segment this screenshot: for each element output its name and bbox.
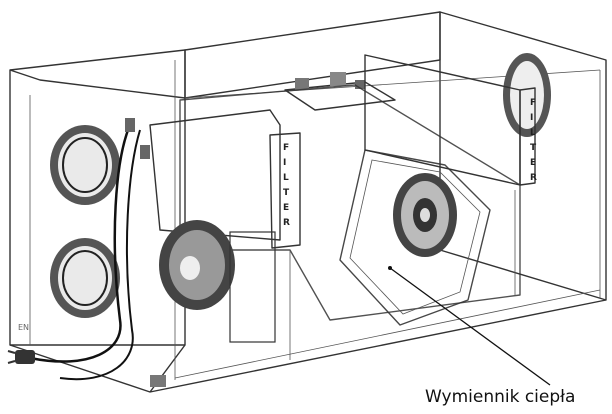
filter-cartridge-front: F I L T E R [149,109,301,249]
heat-exchanger-label: Wymiennik ciepła [425,387,576,407]
svg-text:F: F [283,143,289,153]
svg-text:E: E [283,203,289,213]
filter-tag-rear-f: F [530,98,536,108]
callout-leader-line [389,267,551,386]
control-board [284,72,396,111]
svg-text:R: R [530,173,537,183]
callout-dot [388,266,392,270]
cable-glands [125,118,166,387]
svg-text:T: T [530,143,537,153]
fan-right [393,173,457,257]
svg-text:L: L [530,128,536,138]
fan-left [159,220,276,343]
power-plug-icon [7,350,35,364]
inner-housing [179,84,521,360]
svg-text:I: I [283,158,286,168]
heat-exchanger [339,149,491,326]
duct-connector-bottom-left [50,238,120,318]
duct-connector-rear-right [503,53,551,137]
duct-connector-top-left [50,125,120,205]
svg-text:I: I [530,113,533,123]
svg-text:E: E [530,158,536,168]
corner-mark: EN [18,323,29,332]
svg-text:R: R [283,218,290,228]
svg-text:L: L [283,173,289,183]
svg-text:T: T [283,188,290,198]
power-cable [7,124,141,381]
